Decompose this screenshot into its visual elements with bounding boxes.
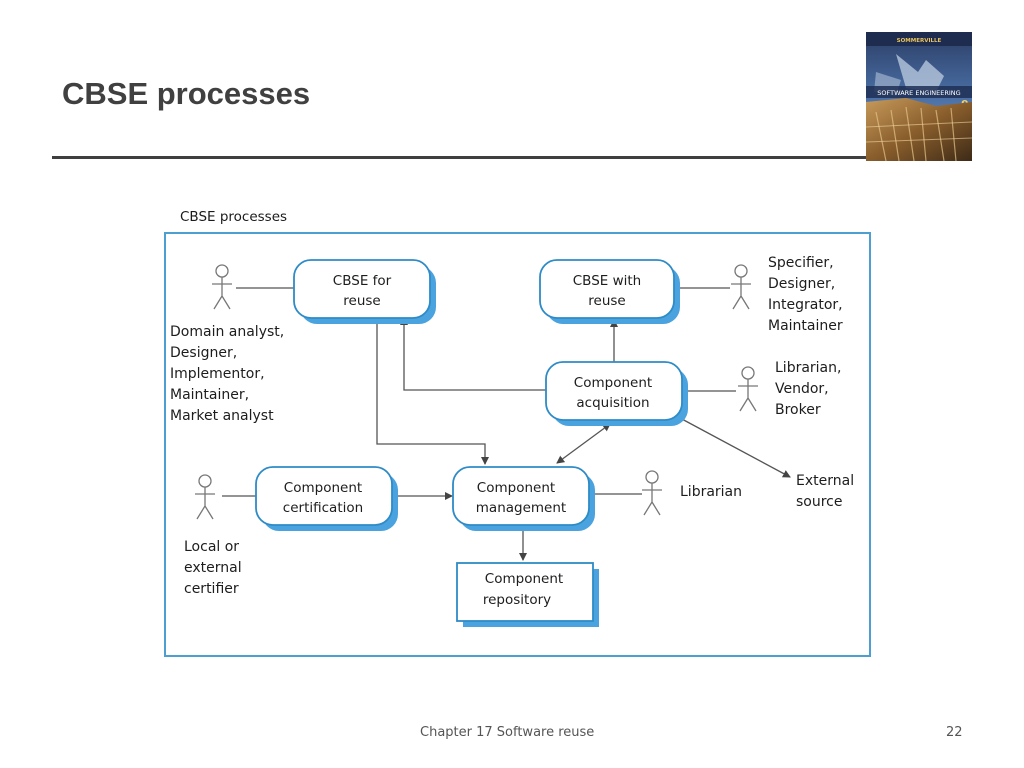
node-component-repository: Component repository	[456, 562, 599, 627]
node-component-repository-line1: Component	[485, 571, 563, 587]
node-component-certification-line1: Component	[284, 480, 362, 496]
actor-label-line: Implementor,	[170, 366, 265, 382]
actor-label-line: external	[184, 560, 242, 576]
actor-label-librarian: Librarian	[680, 484, 742, 500]
node-component-repository-line2: repository	[483, 592, 551, 608]
actor-label-line: Specifier,	[768, 255, 834, 271]
node-cbse-with-reuse: CBSE with reuse	[539, 259, 680, 324]
book-cover-image: SOMMERVILLE SOFTWARE ENGINEERING 9	[866, 32, 972, 161]
actor-label-line: Vendor,	[775, 381, 829, 397]
actor-icon-specifier	[731, 264, 751, 310]
actor-label-line: Integrator,	[768, 297, 843, 313]
actor-label-specifier: Specifier, Designer, Integrator, Maintai…	[768, 255, 843, 334]
actor-label-librarian-vendor: Librarian, Vendor, Broker	[775, 360, 841, 418]
actor-label-external-source: External source	[796, 473, 854, 510]
node-component-management-line2: management	[476, 500, 566, 516]
node-component-management-line1: Component	[477, 480, 555, 496]
actor-label-line: Designer,	[768, 276, 835, 292]
actor-icon-librarian	[642, 470, 662, 516]
actor-label-line: External	[796, 473, 854, 489]
actor-label-line: Local or	[184, 539, 239, 555]
node-component-certification-line2: certification	[283, 500, 363, 516]
actor-label-certifier: Local or external certifier	[184, 539, 242, 597]
edge-acquisition-to-cbse-for-reuse	[400, 317, 546, 391]
node-component-acquisition-line1: Component	[574, 375, 652, 391]
node-component-certification: Component certification	[255, 466, 398, 531]
slide-footer: Chapter 17 Software reuse	[420, 725, 595, 740]
node-component-management: Component management	[452, 466, 595, 531]
node-component-acquisition: Component acquisition	[545, 361, 688, 426]
book-author-text: SOMMERVILLE	[897, 38, 942, 44]
page-number: 22	[946, 725, 963, 740]
slide-title: CBSE processes	[62, 76, 311, 111]
edge-cbse-for-reuse-to-management	[376, 316, 489, 465]
node-component-acquisition-line2: acquisition	[576, 395, 649, 411]
actor-label-line: source	[796, 494, 843, 510]
actor-label-line: Librarian,	[775, 360, 841, 376]
node-cbse-for-reuse: CBSE for reuse	[293, 259, 436, 324]
book-title-text: SOFTWARE ENGINEERING	[877, 89, 960, 97]
node-cbse-with-reuse-line1: CBSE with	[573, 273, 641, 289]
actor-label-line: certifier	[184, 581, 239, 597]
actor-icon-librarian-vendor	[738, 366, 758, 412]
actor-label-line: Broker	[775, 402, 821, 418]
book-cover-art: SOMMERVILLE SOFTWARE ENGINEERING 9	[866, 32, 972, 161]
title-divider	[52, 156, 872, 159]
actor-icon-domain-analyst	[212, 264, 232, 310]
node-cbse-for-reuse-line1: CBSE for	[333, 273, 392, 289]
connectors	[222, 287, 791, 561]
actor-icon-certifier	[195, 474, 215, 520]
actor-label-line: Maintainer	[768, 318, 843, 334]
actor-label-domain-analyst: Domain analyst, Designer, Implementor, M…	[170, 324, 284, 424]
actor-label-line: Designer,	[170, 345, 237, 361]
actor-label-line: Market analyst	[170, 408, 274, 424]
edge-acquisition-management	[556, 423, 611, 464]
diagram-caption: CBSE processes	[180, 209, 288, 225]
actor-label-line: Domain analyst,	[170, 324, 284, 340]
actor-label-line: Librarian	[680, 484, 742, 500]
node-cbse-with-reuse-line2: reuse	[588, 293, 625, 309]
edge-acquisition-external-source	[679, 417, 791, 478]
node-cbse-for-reuse-line2: reuse	[343, 293, 380, 309]
actor-label-line: Maintainer,	[170, 387, 249, 403]
